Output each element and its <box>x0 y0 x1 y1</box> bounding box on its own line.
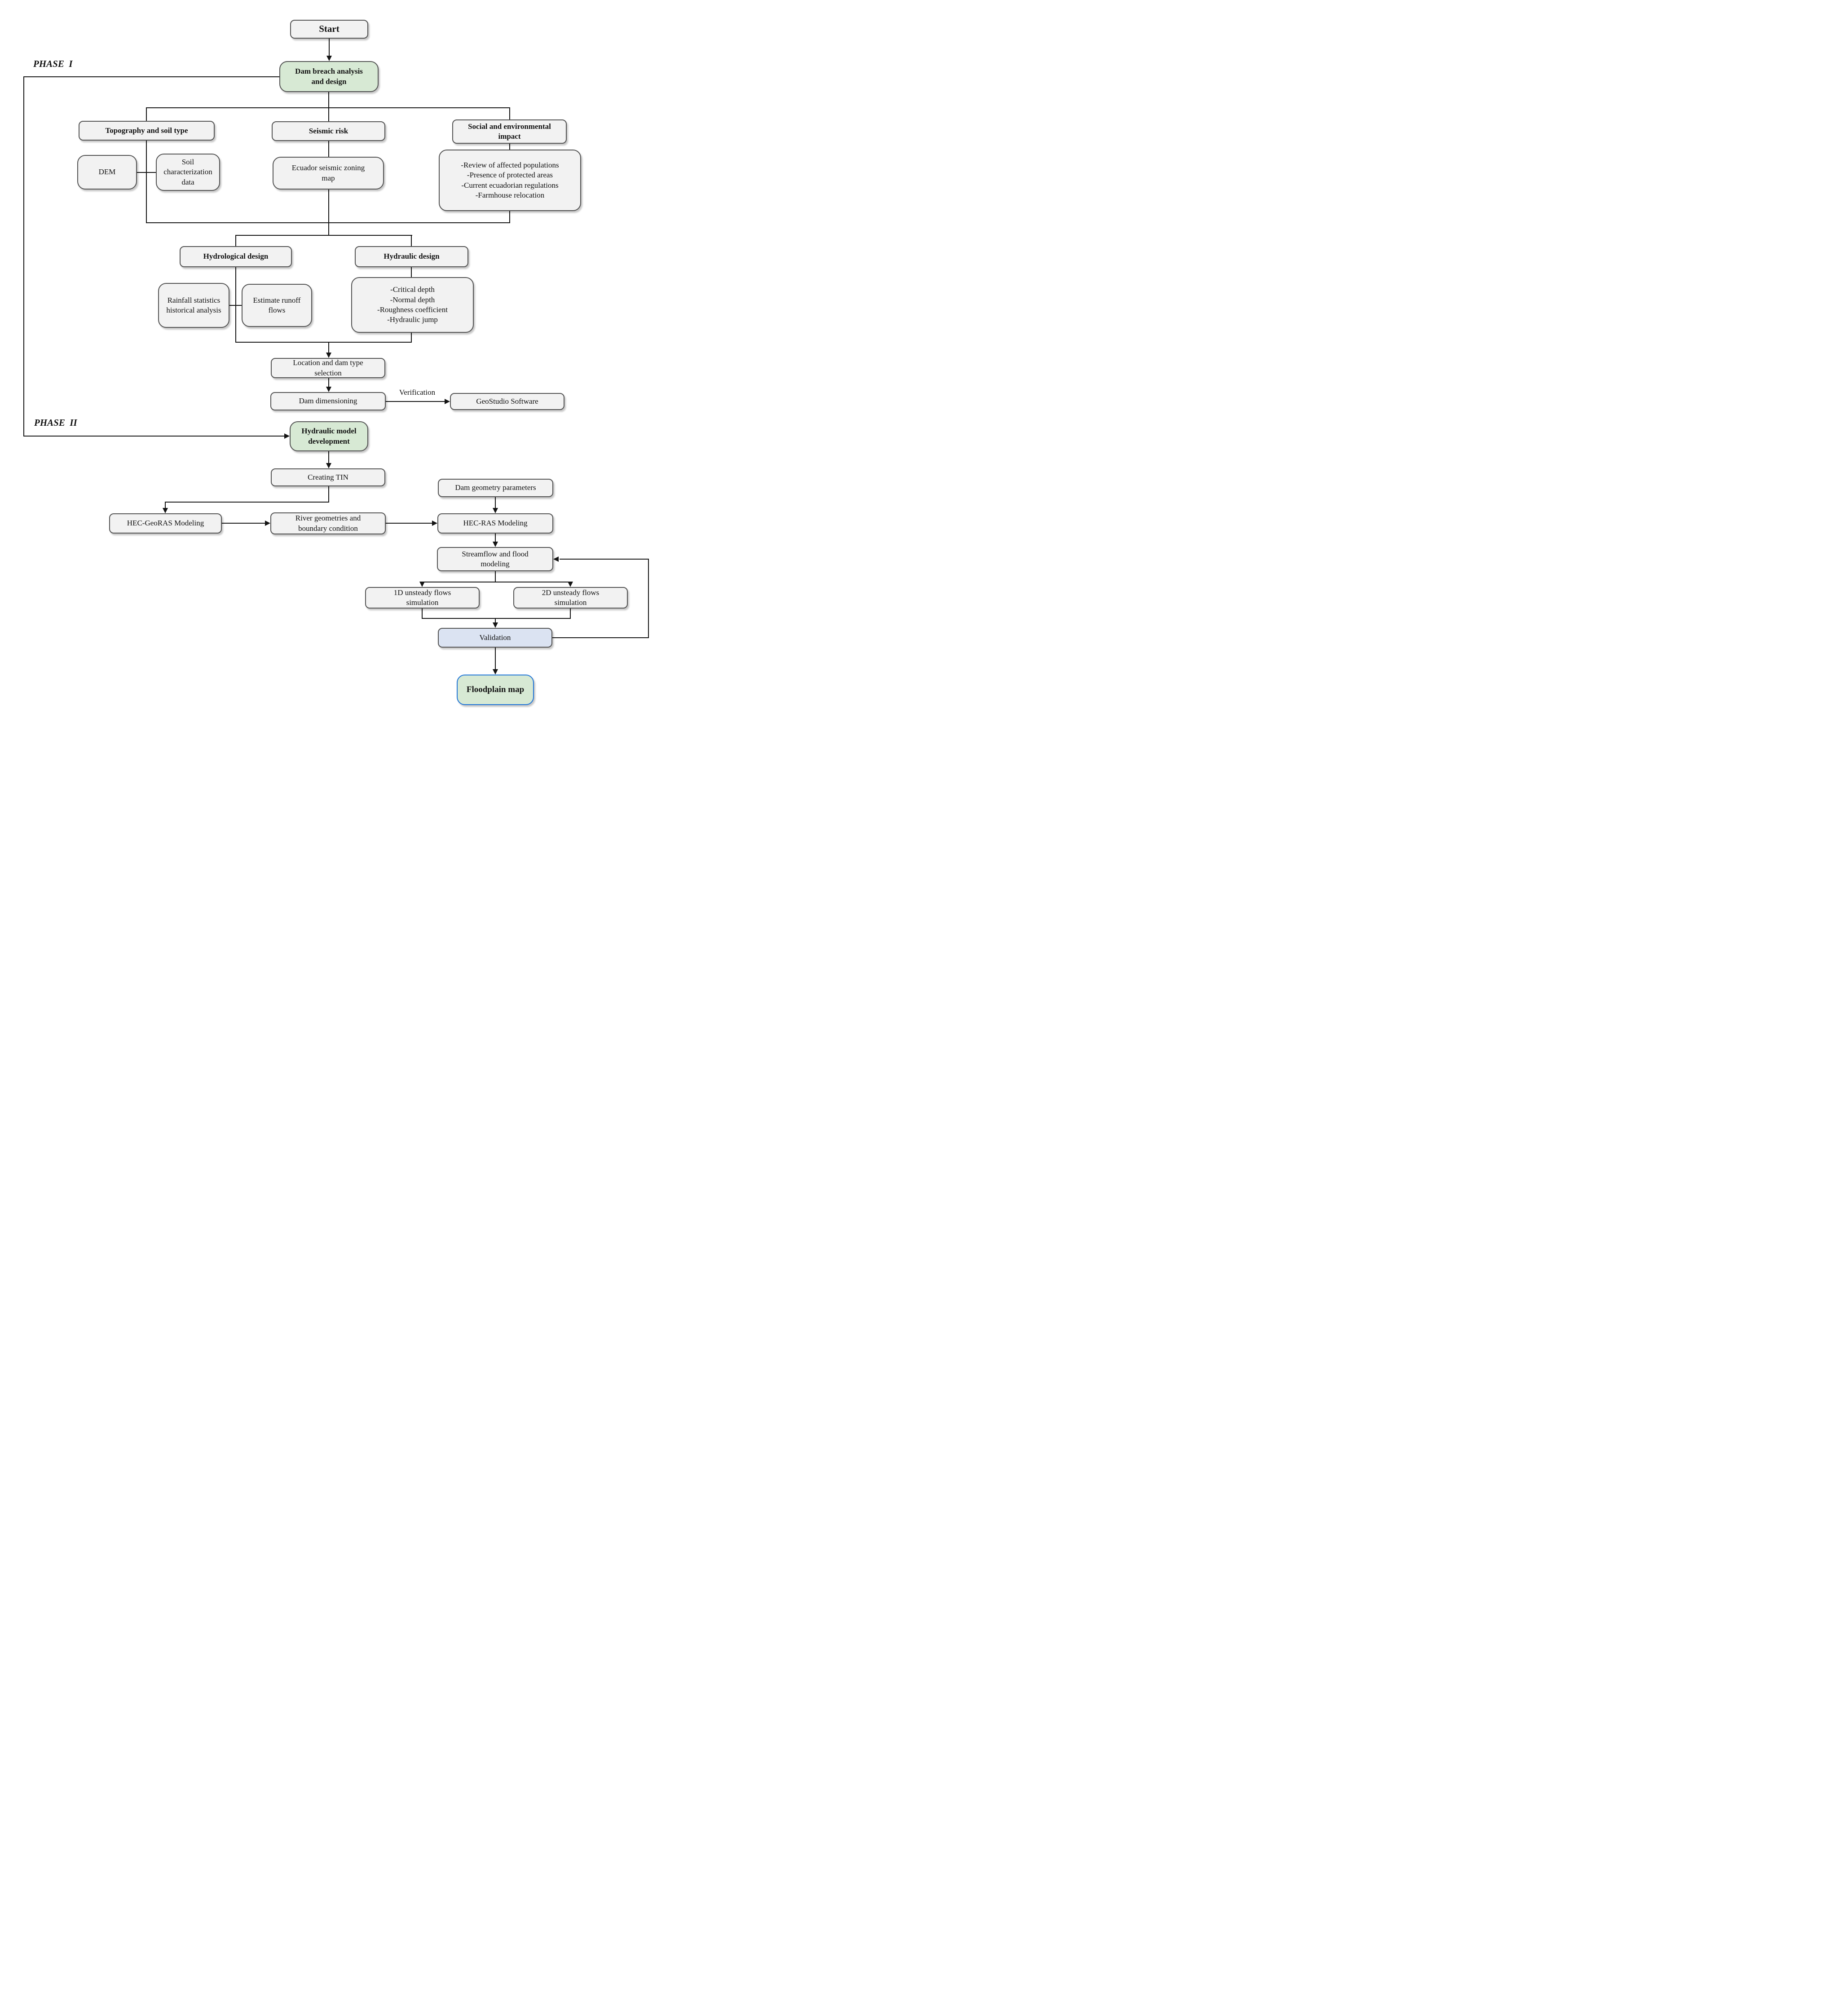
connector-seismic-ecuador <box>328 141 329 157</box>
connector-river-hecras <box>386 523 432 524</box>
arrowhead-georas <box>163 508 168 513</box>
connector-branch-collector-top <box>146 107 510 108</box>
arrowhead-tin <box>326 463 331 468</box>
connector-drop-seismic <box>328 107 329 122</box>
connector-sim-merge <box>422 618 571 619</box>
node-hydraulic-design-list: -Critical depth -Normal depth -Roughness… <box>351 277 474 333</box>
arrowhead-validation <box>493 622 498 628</box>
connector-sociallist-down <box>509 211 510 223</box>
node-geostudio: GeoStudio Software <box>450 393 564 410</box>
arrowhead-streamflow <box>493 542 498 547</box>
connector-1d-down <box>422 609 423 619</box>
node-floodplain-map: Floodplain map <box>457 675 534 705</box>
node-dam-dimensioning: Dam dimensioning <box>270 392 386 410</box>
arrowhead-location <box>326 353 331 358</box>
node-topography: Topography and soil type <box>79 121 215 141</box>
arrowhead-hydraulicmodel <box>284 433 290 439</box>
node-creating-tin: Creating TIN <box>271 468 385 486</box>
connector-drop-hydraulic <box>411 235 412 247</box>
connector-georas-river <box>222 523 265 524</box>
connector-leftrail-top <box>23 76 279 77</box>
node-seismic-risk: Seismic risk <box>272 121 385 141</box>
connector-hecras-streamflow <box>495 534 496 543</box>
connector-design-merge <box>235 342 412 343</box>
connector-topography-down <box>146 141 147 223</box>
connector-dambreach-down <box>328 92 329 108</box>
connector-hydrauliclist-down <box>411 333 412 343</box>
node-1d-unsteady: 1D unsteady flows simulation <box>365 587 480 609</box>
phase1-label: PHASE I <box>33 58 73 69</box>
connector-design-split <box>235 235 412 236</box>
arrowhead-river <box>265 521 270 526</box>
connector-merge-validation <box>495 618 496 623</box>
node-hec-georas: HEC-GeoRAS Modeling <box>109 513 222 534</box>
arrowhead-2d <box>568 582 573 587</box>
connector-branch-collector-bottom <box>146 222 510 223</box>
node-river-geometries: River geometries and boundary condition <box>270 512 386 534</box>
node-social-impact-list: -Review of affected populations -Presenc… <box>439 150 581 211</box>
connector-start-dambreach <box>329 39 330 56</box>
connector-feedback-bottom <box>552 637 649 638</box>
connector-leftrail-vertical <box>23 76 24 436</box>
connector-leftrail-bottom <box>23 436 284 437</box>
connector-damgeo-hecras <box>495 497 496 509</box>
connector-drop-social <box>509 107 510 120</box>
connector-feedback-top <box>560 559 649 560</box>
node-dem: DEM <box>77 155 137 190</box>
connector-drop-hydrological <box>235 235 236 247</box>
node-2d-unsteady: 2D unsteady flows simulation <box>513 587 628 609</box>
arrowhead-hecras-left <box>432 521 437 526</box>
connector-ecuador-down <box>328 190 329 236</box>
connector-social-list <box>509 144 510 150</box>
connector-dem-soil <box>137 172 156 173</box>
connector-georas-drop <box>165 502 166 509</box>
connector-drop-topography <box>146 107 147 121</box>
connector-tin-down <box>328 486 329 503</box>
connector-validation-floodplain <box>495 648 496 670</box>
connector-feedback-vertical <box>648 559 649 638</box>
node-hydraulic-design: Hydraulic design <box>355 246 468 267</box>
node-estimate-runoff: Estimate runoff flows <box>242 284 312 327</box>
verification-label: Verification <box>399 388 436 397</box>
arrowhead-geostudio <box>445 399 450 404</box>
connector-2d-down <box>570 609 571 619</box>
flowchart-canvas: PHASE I PHASE II Verification <box>0 0 654 715</box>
node-ecuador-seismic-map: Ecuador seismic zoning map <box>273 157 384 190</box>
connector-hydraulicmodel-tin <box>328 451 329 464</box>
node-soil-characterization: Soil characterization data <box>156 154 220 191</box>
arrowhead-damdim <box>326 387 331 392</box>
connector-location-damdim <box>328 378 329 387</box>
node-dam-geometry-parameters: Dam geometry parameters <box>438 479 553 497</box>
arrowhead-hecras-top <box>493 508 498 513</box>
node-dam-breach-analysis: Dam breach analysis and design <box>279 61 379 92</box>
arrowhead-1d <box>419 582 425 587</box>
connector-hydraulic-list <box>411 267 412 278</box>
connector-streamflow-down <box>495 571 496 582</box>
node-start: Start <box>290 20 368 39</box>
node-rainfall-statistics: Rainfall statistics historical analysis <box>158 283 229 328</box>
connector-merge-location <box>328 342 329 353</box>
node-validation: Validation <box>438 628 552 648</box>
connector-rainfall-runoff <box>229 305 242 306</box>
phase2-label: PHASE II <box>34 417 77 428</box>
node-streamflow-flood-modeling: Streamflow and flood modeling <box>437 547 553 571</box>
connector-verification <box>386 401 445 402</box>
arrowhead-feedback <box>553 556 559 562</box>
node-hec-ras: HEC-RAS Modeling <box>437 513 553 534</box>
arrowhead-dambreach <box>326 56 332 61</box>
node-location-dam-type: Location and dam type selection <box>271 358 385 378</box>
node-hydraulic-model-development: Hydraulic model development <box>290 421 368 451</box>
node-social-impact: Social and environmental impact <box>452 119 567 144</box>
connector-tin-left <box>165 502 329 503</box>
arrowhead-floodplain <box>493 669 498 675</box>
node-hydrological-design: Hydrological design <box>180 246 292 267</box>
